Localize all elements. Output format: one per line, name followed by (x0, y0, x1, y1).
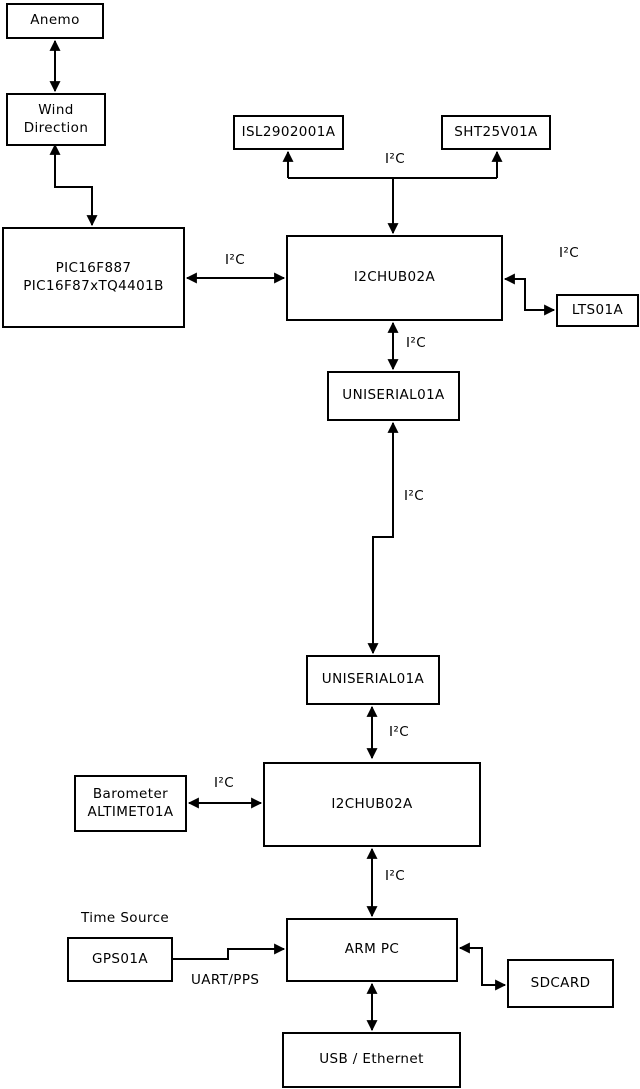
connector-hub-top-lts (503, 273, 556, 316)
node-anemo-label: Anemo (30, 12, 80, 29)
connector-gps-armpc (173, 943, 286, 960)
node-anemo: Anemo (6, 3, 104, 39)
node-sht25v01a: SHT25V01A (441, 115, 551, 150)
node-arm-pc-label: ARM PC (344, 941, 400, 958)
node-barometer-altimet01a-label: Barometer ALTIMET01A (87, 785, 174, 820)
node-sdcard: SDCARD (507, 959, 614, 1008)
node-i2chub02a-bottom: I2CHUB02A (263, 762, 481, 847)
edge-label-time-source: Time Source (81, 910, 170, 926)
node-pic16f887: PIC16F887 PIC16F87xTQ4401B (2, 227, 185, 328)
edge-label-i2c-uniserial-link: I²C (404, 488, 425, 504)
node-sht25v01a-label: SHT25V01A (454, 123, 538, 140)
node-lts01a-label: LTS01A (571, 301, 624, 318)
node-pic16f887-label: PIC16F887 PIC16F87xTQ4401B (23, 259, 164, 294)
node-uniserial01a-bottom: UNISERIAL01A (306, 655, 440, 705)
edge-label-i2c-sensor-bus: I²C (385, 151, 406, 167)
edge-label-i2c-barometer-hub2: I²C (214, 775, 235, 791)
edge-label-i2c-uniserial-hub2: I²C (389, 724, 410, 740)
node-arm-pc: ARM PC (286, 918, 458, 982)
node-isl2902001a-label: ISL2902001A (241, 123, 336, 140)
node-usb-ethernet: USB / Ethernet (282, 1032, 461, 1088)
edge-label-i2c-pic-hub: I²C (225, 252, 246, 268)
node-i2chub02a-bottom-label: I2CHUB02A (331, 795, 413, 812)
edge-label-i2c-hub-uniserial: I²C (406, 335, 427, 351)
node-isl2902001a: ISL2902001A (233, 115, 344, 150)
node-wind-direction: Wind Direction (6, 93, 106, 146)
node-i2chub02a-top: I2CHUB02A (286, 235, 503, 321)
node-gps01a-label: GPS01A (92, 950, 148, 967)
node-i2chub02a-top-label: I2CHUB02A (353, 269, 436, 286)
node-uniserial01a-bottom-label: UNISERIAL01A (321, 671, 425, 688)
edge-label-i2c-hub2-armpc: I²C (385, 868, 406, 884)
node-wind-direction-label: Wind Direction (23, 101, 89, 136)
node-gps01a: GPS01A (67, 937, 173, 982)
connector-uniserial-link (367, 421, 399, 655)
connector-armpc-sdcard (458, 942, 507, 991)
edge-label-i2c-hub-lts: I²C (559, 245, 580, 261)
node-barometer-altimet01a: Barometer ALTIMET01A (74, 775, 187, 832)
node-usb-ethernet-label: USB / Ethernet (319, 1051, 424, 1068)
node-uniserial01a-top-label: UNISERIAL01A (342, 387, 445, 404)
edge-label-uart-pps: UART/PPS (191, 972, 260, 988)
node-uniserial01a-top: UNISERIAL01A (327, 371, 460, 421)
node-lts01a: LTS01A (556, 294, 639, 327)
node-sdcard-label: SDCARD (530, 974, 591, 991)
connector-wind-direction-pic (49, 143, 98, 227)
